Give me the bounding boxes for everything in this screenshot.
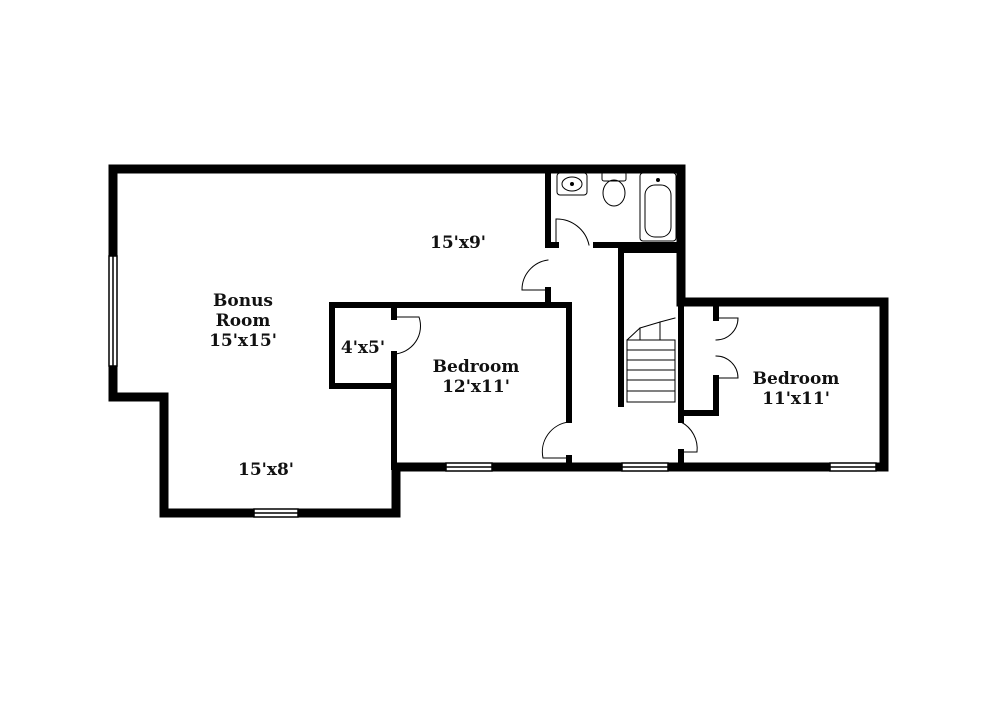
door-bath [555, 218, 590, 246]
door-bedroom-right [680, 421, 698, 453]
sink-icon [556, 172, 588, 196]
bedroom-right-label: Bedroom 11'x11' [742, 369, 850, 409]
door-closet-right-a [715, 317, 739, 341]
upper-area-size: 15'x9' [429, 233, 487, 253]
door-upper-area [521, 259, 549, 291]
stairs [626, 317, 676, 403]
bedroom-center-label: Bedroom 12'x11' [420, 357, 532, 397]
bonus-room-label: Bonus Room 15'x15' [200, 291, 286, 351]
interior-walls [329, 166, 719, 470]
bedroom-center-size: 12'x11' [442, 377, 510, 397]
door-closet-right-b [715, 355, 739, 379]
bedroom-right-size: 11'x11' [762, 389, 830, 409]
closet-size: 4'x5' [340, 338, 386, 358]
lower-area-size: 15'x8' [237, 460, 295, 480]
bedroom-center-name: Bedroom [432, 357, 520, 377]
windows [108, 255, 877, 518]
bonus-room-name-line2: Room [215, 311, 271, 331]
bonus-room-name-line1: Bonus [213, 291, 273, 311]
bathtub-icon [639, 172, 677, 242]
door-bedroom-center [541, 421, 570, 459]
door-closet [393, 316, 421, 355]
bedroom-right-name: Bedroom [752, 369, 840, 389]
bath-fixtures [556, 171, 677, 242]
doors [393, 218, 739, 459]
bonus-room-size: 15'x15' [209, 331, 277, 351]
closet-label: 4'x5' [334, 338, 392, 358]
upper-area-label: 15'x9' [418, 233, 498, 253]
toilet-icon [601, 171, 627, 207]
lower-area-label: 15'x8' [226, 460, 306, 480]
